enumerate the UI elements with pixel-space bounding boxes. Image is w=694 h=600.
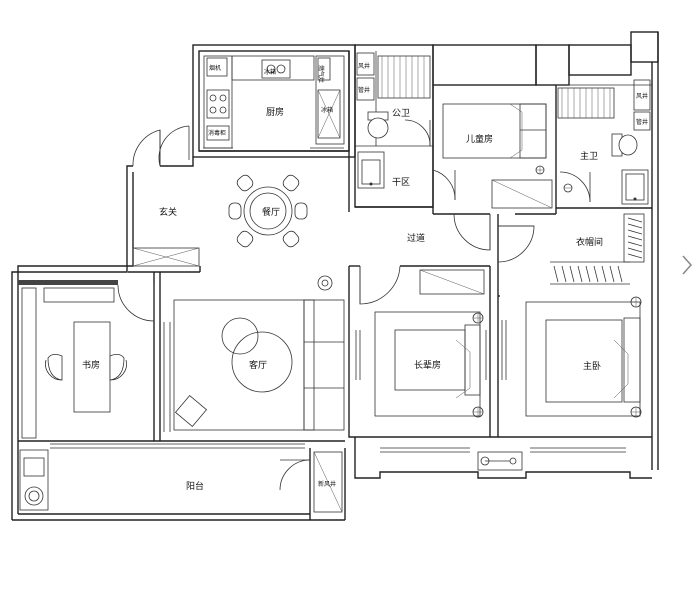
- label-kids-room: 儿童房: [466, 133, 493, 145]
- label-kitchen: 厨房: [266, 106, 284, 118]
- label-kitchen-appliance-4: 消毒柜: [208, 129, 226, 137]
- label-fridge: 冰箱: [321, 106, 333, 114]
- label-bath-vent-2: 管井: [358, 86, 370, 94]
- study-furniture: [21, 287, 127, 439]
- label-kitchen-appliance-2: 燃气灶: [317, 65, 325, 83]
- elder-room-furniture: [355, 269, 487, 418]
- label-public-bath: 公卫: [392, 108, 410, 119]
- label-corridor: 过道: [407, 232, 425, 244]
- small-labels: 冰箱 燃气灶 烟机 消毒柜 风井 管井 风井 管井 新风井: [208, 62, 648, 488]
- closet-hangers: [553, 213, 645, 283]
- kids-room-furniture: [442, 103, 553, 209]
- label-bath-vent-4: 管井: [636, 118, 648, 126]
- label-living: 客厅: [249, 359, 267, 371]
- master-bedroom-furniture: [501, 296, 642, 418]
- doors: [117, 119, 591, 491]
- label-dry-area: 干区: [392, 177, 410, 188]
- label-walkin-closet: 衣帽间: [576, 236, 603, 248]
- label-bath-vent-1: 风井: [358, 62, 370, 70]
- balcony-fixtures: [19, 449, 523, 513]
- room-labels: 厨房 冰箱 餐厅 玄关 公卫 干区 儿童房 主卫 过道 衣帽间 书房 客厅 长辈…: [82, 106, 603, 492]
- public-bath-fixtures: [356, 52, 431, 189]
- label-master-bath: 主卫: [580, 150, 598, 162]
- label-balcony-vent: 新风井: [318, 480, 336, 488]
- living-room-furniture: [163, 275, 345, 432]
- label-kitchen-appliance-3: 烟机: [209, 64, 221, 72]
- dining-table: [228, 174, 308, 248]
- label-balcony: 阳台: [186, 480, 204, 492]
- label-kitchen-appliance-1: 冰箱: [264, 68, 276, 76]
- label-bath-vent-3: 风井: [636, 92, 648, 100]
- foyer-cabinet: [132, 247, 200, 267]
- master-bath-fixtures: [557, 79, 651, 205]
- label-elder-room: 长辈房: [414, 359, 441, 371]
- label-foyer: 玄关: [159, 206, 177, 218]
- label-master-bedroom: 主卧: [583, 360, 601, 372]
- outer-walls: [11, 31, 659, 521]
- label-dining: 餐厅: [262, 206, 280, 218]
- kitchen-fixtures: [203, 55, 345, 149]
- label-study: 书房: [82, 359, 100, 371]
- chevron-right-icon[interactable]: [680, 250, 694, 280]
